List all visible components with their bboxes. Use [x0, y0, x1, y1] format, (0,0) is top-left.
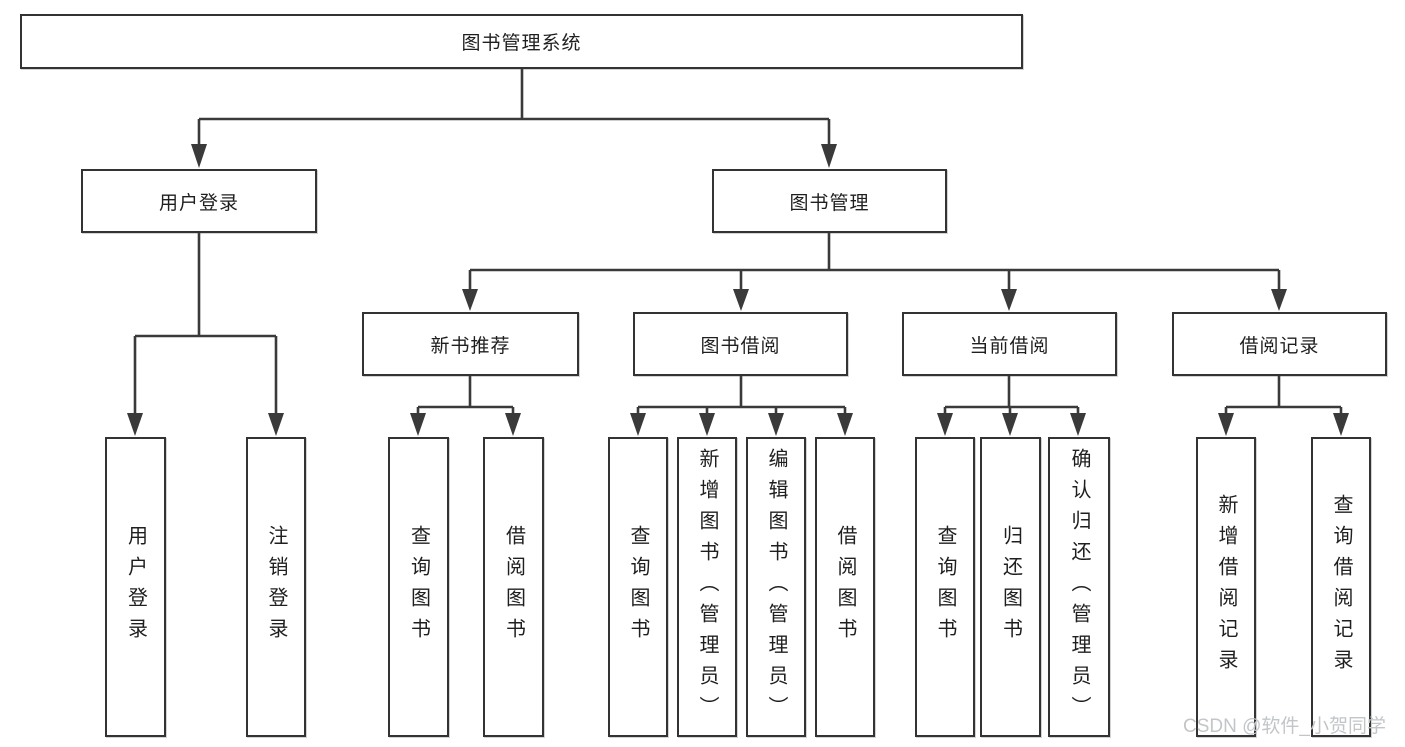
- node-book-management: 图书管理: [712, 169, 947, 233]
- node-current-borrow-label: 当前借阅: [969, 335, 1050, 357]
- leaf-current-confirm-return-admin: 确认归还（管理员）: [1048, 437, 1110, 737]
- node-book-borrow: 图书借阅: [633, 312, 848, 376]
- leaf-borrow-add-books-admin: 新增图书（管理员）: [677, 437, 737, 737]
- node-book-management-label: 图书管理: [789, 192, 870, 214]
- node-book-borrow-label: 图书借阅: [700, 335, 781, 357]
- node-root-label: 图书管理系统: [461, 33, 582, 54]
- node-borrow-records: 借阅记录: [1172, 312, 1387, 376]
- node-root: 图书管理系统: [20, 14, 1023, 69]
- node-user-login-label: 用户登录: [158, 192, 239, 214]
- csdn-watermark: CSDN @软件_小贺同学: [1183, 716, 1386, 737]
- node-user-login: 用户登录: [81, 169, 317, 233]
- leaf-records-add-borrow-record: 新增借阅记录: [1196, 437, 1256, 737]
- node-current-borrow: 当前借阅: [902, 312, 1117, 376]
- leaf-borrow-query-books: 查询图书: [608, 437, 668, 737]
- leaf-borrow-borrow-books: 借阅图书: [815, 437, 875, 737]
- leaf-recommend-query-books: 查询图书: [388, 437, 449, 737]
- leaf-borrow-edit-books-admin: 编辑图书（管理员）: [746, 437, 806, 737]
- node-borrow-records-label: 借阅记录: [1239, 335, 1320, 357]
- leaf-current-query-books: 查询图书: [915, 437, 975, 737]
- node-new-book-recommend: 新书推荐: [362, 312, 579, 376]
- leaf-recommend-borrow-books: 借阅图书: [483, 437, 544, 737]
- leaf-current-return-books: 归还图书: [980, 437, 1041, 737]
- node-new-book-recommend-label: 新书推荐: [430, 335, 511, 357]
- leaf-logout: 注销登录: [246, 437, 306, 737]
- leaf-records-query-borrow-record: 查询借阅记录: [1311, 437, 1371, 737]
- leaf-user-login: 用户登录: [105, 437, 166, 737]
